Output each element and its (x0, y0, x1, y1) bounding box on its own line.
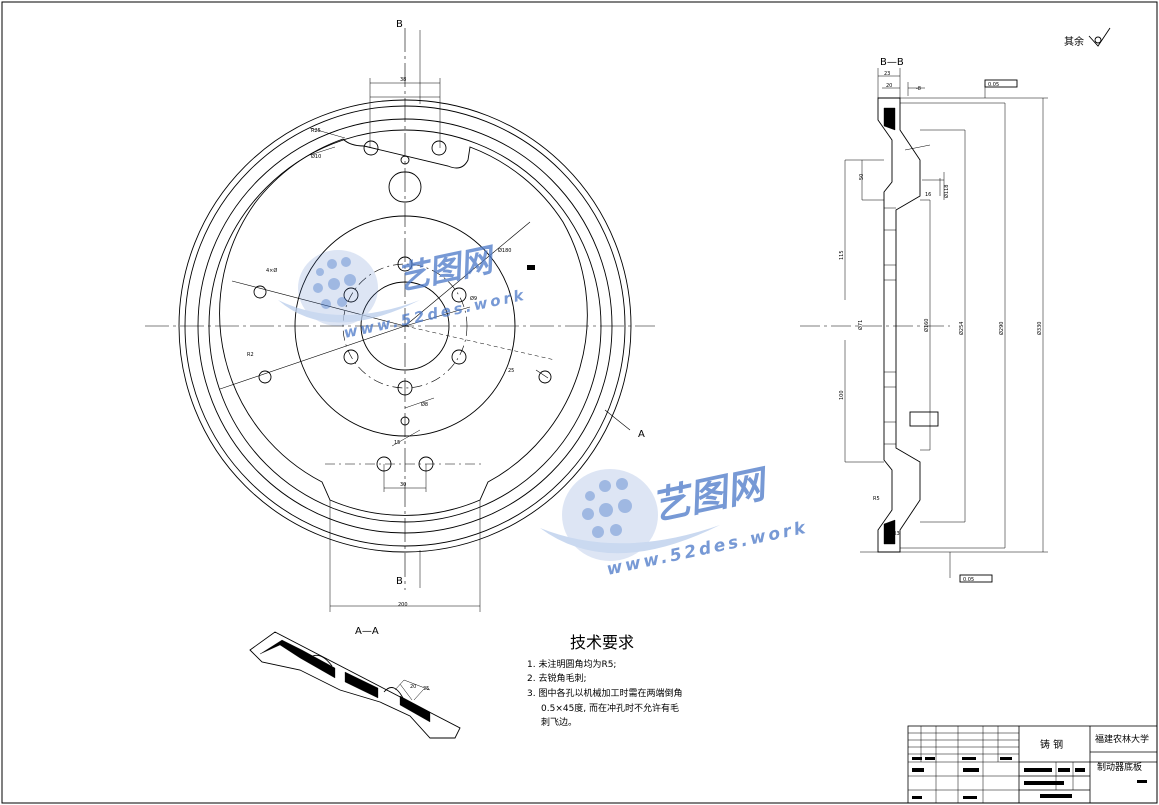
section-aa-dim-numbers: 20 25 (410, 684, 429, 692)
front-dim-numbers: 38 R25 Ø10 4×Ø R2 Ø180 Ø9 25 Ø8 15 30 20… (247, 77, 514, 608)
svg-text:115: 115 (839, 250, 845, 260)
top-hole-left (363, 140, 379, 156)
section-a-mark: A (638, 429, 645, 440)
svg-text:Ø71: Ø71 (857, 320, 864, 330)
title-block-material: 铸 钢 (1040, 738, 1063, 751)
section-bb-title: B—B (880, 57, 904, 68)
section-bb-view (800, 68, 1048, 583)
side-hole-left-lower (258, 370, 272, 384)
top-slot (388, 171, 422, 203)
bolt-hole (397, 380, 413, 396)
bolt-hole (343, 287, 359, 303)
title-block (907, 725, 1158, 804)
center-bore (360, 281, 450, 371)
svg-text:Ø8: Ø8 (421, 401, 428, 408)
svg-text:100: 100 (839, 390, 845, 400)
requirement-item: 1. 未注明圆角均为R5; (527, 658, 616, 670)
outer-rim-3 (197, 118, 613, 534)
svg-text:Ø254: Ø254 (958, 322, 965, 335)
requirements-title: 技术要求 (570, 633, 634, 652)
top-hole-right (431, 140, 447, 156)
bolt-hole (343, 349, 359, 365)
title-block-fills (912, 757, 1147, 799)
svg-text:0.05: 0.05 (988, 82, 999, 88)
pitch-circle-outer (294, 215, 516, 437)
bolt-hole (451, 349, 467, 365)
outer-rim-2 (184, 105, 626, 547)
side-hole-left-upper (253, 285, 267, 299)
plate-profile (219, 138, 588, 516)
title-block-part-name: 制动器底板 (1097, 761, 1142, 773)
svg-text:15: 15 (394, 440, 400, 446)
svg-text:200: 200 (398, 602, 408, 608)
bolt-hole (451, 287, 467, 303)
svg-text:R3: R3 (893, 531, 900, 537)
outer-rim-4 (208, 129, 602, 523)
svg-text:16: 16 (925, 192, 931, 198)
svg-text:25: 25 (508, 368, 514, 374)
svg-text:Ø10: Ø10 (311, 153, 321, 160)
requirement-item: 刺飞边。 (541, 717, 577, 728)
section-b-bottom-label: B (396, 576, 403, 587)
svg-text:0.05: 0.05 (963, 577, 974, 583)
svg-text:Ø290: Ø290 (998, 322, 1005, 335)
svg-text:Ø330: Ø330 (1036, 322, 1043, 335)
title-block-school: 福建农林大学 (1095, 733, 1149, 745)
bolt-hole (397, 256, 413, 272)
requirement-item: 2. 去锐角毛刺; (527, 672, 586, 684)
outer-rim-1 (178, 99, 632, 553)
section-aa-title: A—A (355, 626, 379, 637)
requirement-item: 0.5×45度, 而在冲孔时不允许有毛 (541, 702, 679, 714)
svg-text:Ø9: Ø9 (470, 295, 477, 302)
svg-text:Ø160: Ø160 (923, 319, 930, 332)
watermark: 艺图网 www.52des.work (278, 240, 528, 342)
requirement-item: 3. 图中各孔以机械加工时需在两端倒角 (527, 687, 682, 699)
svg-text:艺图网: 艺图网 (394, 240, 501, 298)
svg-text:4×Ø: 4×Ø (266, 267, 277, 274)
dim-marker (527, 265, 535, 270)
section-bb-dim-numbers: 23 20 -8 0.05 0.05 50 115 100 Ø71 Ø160 Ø… (839, 71, 1043, 583)
svg-text:20: 20 (886, 83, 892, 89)
pitch-circle-bolt (342, 263, 468, 389)
front-view (145, 28, 655, 612)
bottom-hole-small (400, 416, 410, 426)
svg-text:23: 23 (884, 71, 890, 77)
svg-text:Ø180: Ø180 (498, 247, 511, 254)
svg-text:艺图网: 艺图网 (648, 461, 774, 529)
svg-text:20: 20 (410, 684, 416, 690)
svg-text:R2: R2 (247, 352, 254, 358)
section-aa-view (249, 631, 461, 739)
svg-text:50: 50 (859, 174, 865, 180)
section-b-top-label: B (396, 19, 403, 30)
svg-text:-8: -8 (916, 86, 921, 92)
roughness-symbol (1088, 27, 1111, 47)
top-hole-small (400, 155, 410, 165)
svg-text:38: 38 (400, 77, 406, 83)
surface-note: 其余 (1064, 35, 1084, 48)
side-hole-right (538, 370, 552, 384)
svg-text:R25: R25 (311, 128, 321, 134)
svg-text:R5: R5 (873, 496, 880, 502)
svg-text:25: 25 (423, 686, 429, 692)
svg-text:30: 30 (400, 482, 406, 488)
svg-text:Ø118: Ø118 (943, 185, 950, 198)
watermark: 艺图网 www.52des.work (540, 461, 810, 580)
